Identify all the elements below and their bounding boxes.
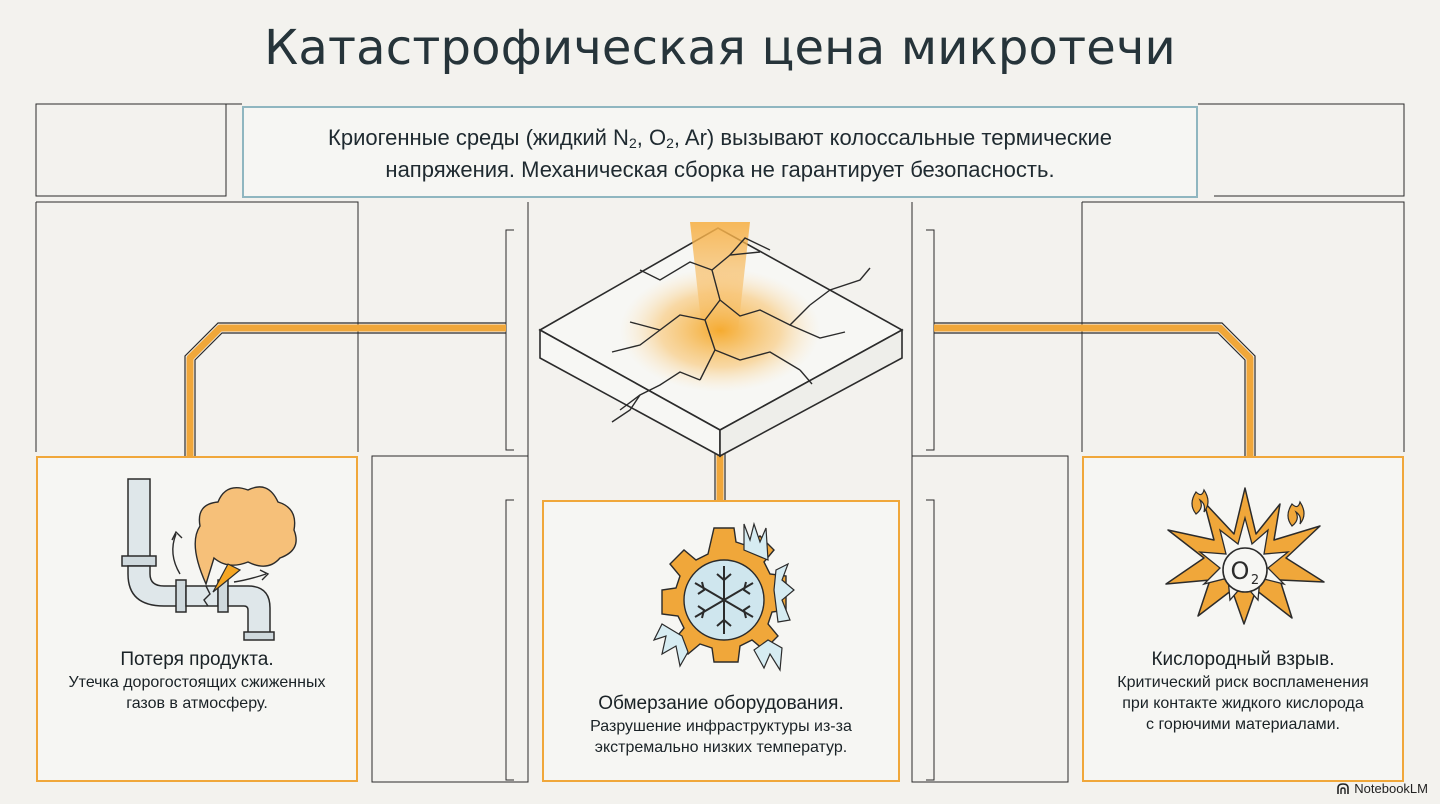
page-title: Катастрофическая цена микротечи xyxy=(264,20,1176,76)
card-description: Утечка дорогостоящих сжиженных газов в а… xyxy=(68,674,326,712)
frozen-gear-icon xyxy=(652,521,795,672)
subtitle-box: Криогенные среды (жидкий N2, O2, Ar) выз… xyxy=(242,106,1198,198)
subtitle-line-1: Криогенные среды (жидкий N2, O2, Ar) выз… xyxy=(244,122,1196,154)
card-description: Критический риск воспламенения при конта… xyxy=(1117,674,1369,733)
subtitle-subscript: 2 xyxy=(628,135,637,151)
notebooklm-logo-icon xyxy=(1337,782,1350,794)
subtitle-text: , Ar) вызывают колоссальные термические xyxy=(673,125,1112,150)
brand-watermark: NotebookLM xyxy=(1336,781,1428,796)
cracked-slab-icon xyxy=(538,222,904,458)
brand-label: NotebookLM xyxy=(1354,781,1428,796)
connector-outline xyxy=(184,322,1256,502)
subtitle-text: , O xyxy=(636,125,667,150)
card-product-loss: Потеря продукта. Утечка дорогостоящих сж… xyxy=(36,456,358,782)
card-equipment-freezing: Обмерзание оборудования. Разрушение инфр… xyxy=(542,500,900,782)
grid-lines xyxy=(35,103,1405,783)
card-title: Потеря продукта. xyxy=(120,649,274,670)
o2-label: O xyxy=(1231,557,1250,585)
o2-subscript: 2 xyxy=(1251,573,1259,588)
card-description: Разрушение инфраструктуры из-за экстрема… xyxy=(590,718,852,756)
oxygen-explosion-icon: O 2 xyxy=(1165,487,1325,625)
subtitle-text: Криогенные среды (жидкий N xyxy=(328,125,629,150)
card-title: Обмерзание оборудования. xyxy=(598,693,844,714)
subtitle-line-2: напряжения. Механическая сборка не гаран… xyxy=(385,157,1055,182)
subtitle-subscript: 2 xyxy=(666,135,674,151)
card-oxygen-explosion: O 2 Кислородный взрыв. Критический риск … xyxy=(1082,456,1404,782)
pipe-leak-icon xyxy=(121,478,297,641)
card-title: Кислородный взрыв. xyxy=(1151,649,1335,670)
